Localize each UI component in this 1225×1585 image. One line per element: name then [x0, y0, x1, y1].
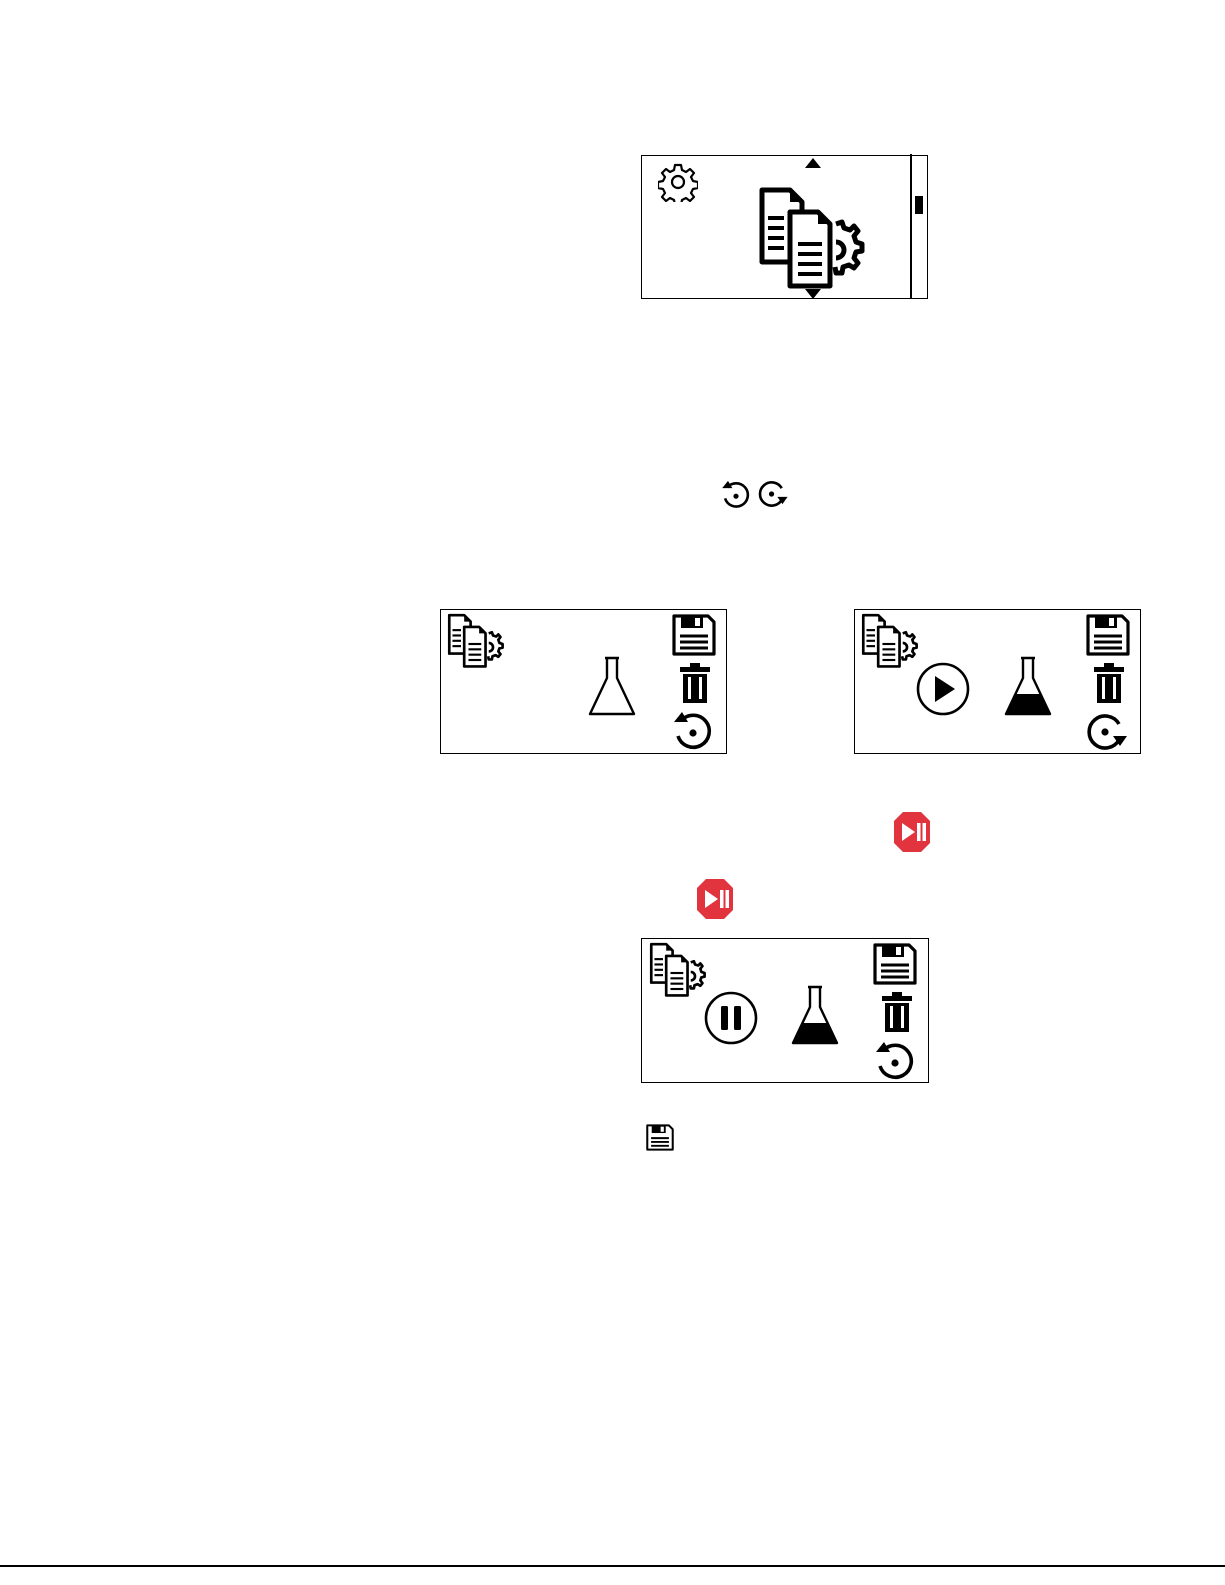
settings-menu-screen — [641, 155, 928, 299]
play-icon[interactable] — [915, 661, 971, 717]
scrollbar[interactable] — [910, 154, 912, 298]
copy-screen-paused — [641, 938, 929, 1083]
delete-icon[interactable] — [678, 662, 712, 704]
delete-icon[interactable] — [1092, 662, 1126, 704]
flask-filled-icon — [1003, 656, 1053, 718]
copy-screen-flask-empty — [440, 609, 727, 754]
pause-icon[interactable] — [703, 990, 759, 1046]
page-bottom-rule — [0, 1565, 1225, 1567]
rotate-ccw-icon — [720, 478, 752, 510]
rotate-ccw-icon[interactable] — [873, 1038, 917, 1082]
copy-settings-icon — [754, 184, 874, 304]
scroll-down-arrow-icon[interactable] — [805, 289, 821, 299]
copy-screen-running — [854, 609, 1141, 754]
gear-icon — [658, 162, 698, 202]
copy-settings-icon — [647, 941, 711, 1005]
copy-settings-icon — [859, 612, 923, 676]
scroll-up-arrow-icon[interactable] — [805, 158, 821, 168]
copy-settings-icon — [445, 612, 509, 676]
delete-icon[interactable] — [880, 991, 914, 1033]
save-icon — [646, 1124, 674, 1151]
rotate-cw-icon[interactable] — [1085, 710, 1129, 754]
play-pause-button-icon — [696, 878, 734, 920]
scrollbar-thumb[interactable] — [915, 196, 923, 214]
save-icon[interactable] — [873, 943, 917, 985]
save-icon[interactable] — [1086, 614, 1130, 656]
save-icon[interactable] — [672, 614, 716, 656]
rotate-cw-icon — [757, 478, 789, 510]
play-pause-button-icon — [893, 811, 931, 853]
flask-filled-icon — [790, 985, 840, 1047]
flask-empty-icon — [587, 656, 637, 718]
rotate-ccw-icon[interactable] — [671, 708, 715, 752]
